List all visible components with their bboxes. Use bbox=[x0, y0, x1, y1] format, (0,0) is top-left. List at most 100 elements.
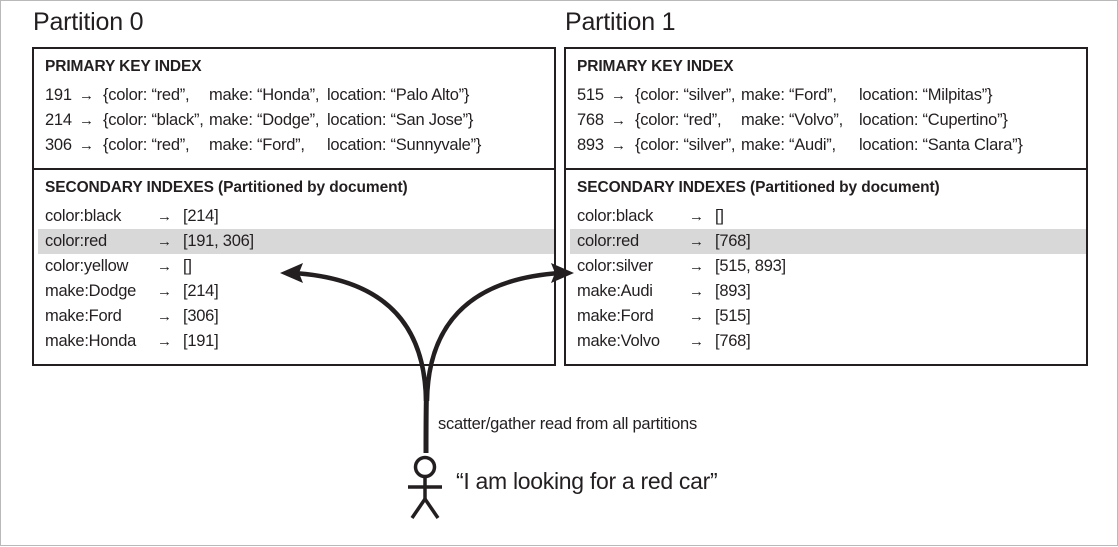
secondary-index-term: make:Honda bbox=[45, 332, 137, 350]
primary-key-id: 306 bbox=[45, 136, 72, 154]
primary-key-make-field: make: “Dodge”, bbox=[209, 111, 320, 129]
primary-key-row: 214 → {color: “black”, make: “Dodge”, lo… bbox=[34, 108, 554, 133]
secondary-index-term: color:silver bbox=[577, 257, 653, 275]
arrow-icon: → bbox=[79, 137, 94, 154]
secondary-index-term: make:Ford bbox=[45, 307, 122, 325]
partition-1: Partition 1 PRIMARY KEY INDEX 515 → {col… bbox=[564, 7, 1088, 366]
primary-key-index-heading: PRIMARY KEY INDEX bbox=[45, 58, 202, 75]
secondary-index-row-color-red: color:red → [768] bbox=[570, 229, 1086, 254]
secondary-index-row: make:Honda → [191] bbox=[38, 329, 554, 354]
secondary-index-row: color:black → [214] bbox=[38, 204, 554, 229]
arrow-icon: → bbox=[689, 283, 704, 300]
partition-1-secondary-indexes: SECONDARY INDEXES (Partitioned by docume… bbox=[566, 168, 1086, 364]
primary-key-make-field: make: “Volvo”, bbox=[741, 111, 843, 129]
primary-key-color-field: {color: “red”, bbox=[635, 111, 722, 129]
secondary-index-term: color:red bbox=[45, 232, 107, 250]
arrow-icon: → bbox=[157, 233, 172, 250]
primary-key-color-field: {color: “red”, bbox=[103, 136, 190, 154]
secondary-index-ids: [515] bbox=[715, 307, 751, 325]
secondary-index-ids: [191] bbox=[183, 332, 219, 350]
arrow-icon: → bbox=[689, 208, 704, 225]
stick-figure-head bbox=[413, 455, 437, 479]
arrow-icon: → bbox=[689, 308, 704, 325]
primary-key-location-field: location: “Palo Alto”} bbox=[327, 86, 470, 104]
partition-0: Partition 0 PRIMARY KEY INDEX 191 → {col… bbox=[32, 7, 556, 366]
secondary-index-row: make:Ford → [306] bbox=[38, 304, 554, 329]
primary-key-location-field: location: “Sunnyvale”} bbox=[327, 136, 482, 154]
primary-key-color-field: {color: “red”, bbox=[103, 86, 190, 104]
primary-key-row: 893 → {color: “silver”, make: “Audi”, lo… bbox=[566, 133, 1086, 158]
arrow-icon: → bbox=[157, 283, 172, 300]
secondary-index-ids: [768] bbox=[715, 232, 751, 250]
secondary-index-row: make:Audi → [893] bbox=[570, 279, 1086, 304]
secondary-index-ids: [] bbox=[183, 257, 192, 275]
arrow-icon: → bbox=[157, 258, 172, 275]
arrow-icon: → bbox=[611, 112, 626, 129]
primary-key-id: 515 bbox=[577, 86, 604, 104]
primary-key-color-field: {color: “silver”, bbox=[635, 136, 736, 154]
primary-key-row: 515 → {color: “silver”, make: “Ford”, lo… bbox=[566, 83, 1086, 108]
arrow-icon: → bbox=[611, 87, 626, 104]
arrow-icon: → bbox=[157, 208, 172, 225]
partition-0-primary-key-index: PRIMARY KEY INDEX 191 → {color: “red”, m… bbox=[34, 49, 554, 168]
scatter-gather-caption: scatter/gather read from all partitions bbox=[438, 415, 697, 433]
primary-key-location-field: location: “Santa Clara”} bbox=[859, 136, 1023, 154]
primary-key-row: 306 → {color: “red”, make: “Ford”, locat… bbox=[34, 133, 554, 158]
primary-key-id: 191 bbox=[45, 86, 72, 104]
secondary-index-ids: [214] bbox=[183, 282, 219, 300]
secondary-index-ids: [893] bbox=[715, 282, 751, 300]
secondary-index-ids: [] bbox=[715, 207, 724, 225]
primary-key-location-field: location: “San Jose”} bbox=[327, 111, 474, 129]
partition-0-title: Partition 0 bbox=[33, 8, 144, 36]
primary-key-make-field: make: “Ford”, bbox=[209, 136, 305, 154]
secondary-index-term: color:yellow bbox=[45, 257, 129, 275]
partition-1-title: Partition 1 bbox=[565, 8, 676, 36]
secondary-indexes-heading: SECONDARY INDEXES (Partitioned by docume… bbox=[45, 179, 408, 196]
query-stem-line bbox=[423, 392, 429, 454]
primary-key-make-field: make: “Honda”, bbox=[209, 86, 320, 104]
primary-key-color-field: {color: “silver”, bbox=[635, 86, 736, 104]
arrow-icon: → bbox=[689, 258, 704, 275]
stick-figure-leg-left bbox=[410, 498, 427, 519]
secondary-index-row: make:Volvo → [768] bbox=[570, 329, 1086, 354]
primary-key-index-heading: PRIMARY KEY INDEX bbox=[577, 58, 734, 75]
arrow-icon: → bbox=[79, 112, 94, 129]
secondary-index-ids: [768] bbox=[715, 332, 751, 350]
secondary-index-term: color:red bbox=[577, 232, 639, 250]
secondary-index-row: make:Dodge → [214] bbox=[38, 279, 554, 304]
secondary-index-term: color:black bbox=[45, 207, 122, 225]
partition-0-secondary-indexes: SECONDARY INDEXES (Partitioned by docume… bbox=[34, 168, 554, 364]
primary-key-row: 768 → {color: “red”, make: “Volvo”, loca… bbox=[566, 108, 1086, 133]
primary-key-row: 191 → {color: “red”, make: “Honda”, loca… bbox=[34, 83, 554, 108]
user-query-quote: “I am looking for a red car” bbox=[456, 468, 718, 494]
primary-key-make-field: make: “Audi”, bbox=[741, 136, 836, 154]
secondary-index-ids: [191, 306] bbox=[183, 232, 254, 250]
secondary-index-row-color-red: color:red → [191, 306] bbox=[38, 229, 554, 254]
primary-key-color-field: {color: “black”, bbox=[103, 111, 204, 129]
arrow-icon: → bbox=[157, 333, 172, 350]
secondary-index-row: make:Ford → [515] bbox=[570, 304, 1086, 329]
partition-1-box: PRIMARY KEY INDEX 515 → {color: “silver”… bbox=[564, 47, 1088, 366]
partition-1-primary-key-index: PRIMARY KEY INDEX 515 → {color: “silver”… bbox=[566, 49, 1086, 168]
primary-key-make-field: make: “Ford”, bbox=[741, 86, 837, 104]
arrow-icon: → bbox=[689, 333, 704, 350]
arrow-icon: → bbox=[689, 233, 704, 250]
primary-key-id: 768 bbox=[577, 111, 604, 129]
primary-key-id: 214 bbox=[45, 111, 72, 129]
primary-key-location-field: location: “Cupertino”} bbox=[859, 111, 1008, 129]
primary-key-id: 893 bbox=[577, 136, 604, 154]
stick-figure-leg-right bbox=[423, 498, 440, 519]
secondary-index-term: color:black bbox=[577, 207, 654, 225]
primary-key-location-field: location: “Milpitas”} bbox=[859, 86, 993, 104]
secondary-index-term: make:Dodge bbox=[45, 282, 137, 300]
secondary-index-ids: [515, 893] bbox=[715, 257, 786, 275]
secondary-index-row: color:black → [] bbox=[570, 204, 1086, 229]
user-stick-figure-icon bbox=[408, 455, 442, 519]
secondary-index-ids: [214] bbox=[183, 207, 219, 225]
arrow-icon: → bbox=[79, 87, 94, 104]
secondary-index-term: make:Audi bbox=[577, 282, 653, 300]
arrow-icon: → bbox=[157, 308, 172, 325]
secondary-index-ids: [306] bbox=[183, 307, 219, 325]
secondary-index-term: make:Ford bbox=[577, 307, 654, 325]
